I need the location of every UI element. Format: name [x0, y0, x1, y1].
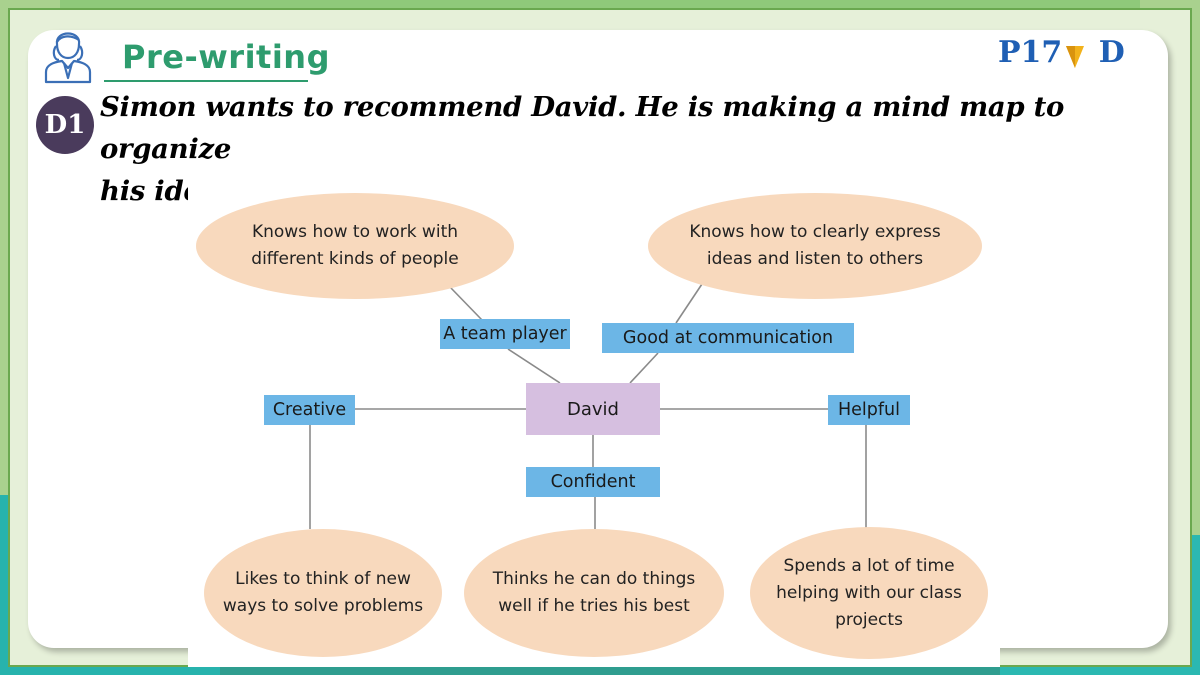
- mind-map: Knows how to work with different kinds o…: [188, 163, 1000, 667]
- connector-team-player-detail: [449, 286, 483, 321]
- detail-creative: Likes to think of new ways to solve prob…: [204, 529, 442, 657]
- title-underline: [104, 80, 308, 82]
- page-reference: P17 D: [998, 35, 1125, 70]
- center-node: David: [526, 383, 660, 435]
- connector-center-communication: [629, 352, 659, 384]
- mind-map-connectors: [309, 280, 867, 529]
- detail-team-player: Knows how to work with different kinds o…: [196, 193, 514, 299]
- trait-creative: Creative: [264, 395, 355, 425]
- detail-communication: Knows how to clearly express ideas and l…: [648, 193, 982, 299]
- page-suffix: D: [1098, 35, 1125, 70]
- trait-team-player: A team player: [440, 319, 570, 349]
- detail-confident: Thinks he can do things well if he tries…: [464, 529, 724, 657]
- connector-center-team-player: [507, 348, 561, 384]
- step-badge: D1: [36, 96, 94, 154]
- pencil-mark-icon: [1066, 46, 1084, 68]
- trait-confident: Confident: [526, 467, 660, 497]
- trait-helpful: Helpful: [828, 395, 910, 425]
- instruction-line-1: Simon wants to recommend David. He is ma…: [100, 91, 1065, 165]
- connector-communication-detail: [675, 280, 705, 324]
- page-number: P17: [998, 35, 1063, 70]
- section-title: Pre-writing: [122, 38, 330, 76]
- trait-communication: Good at communication: [602, 323, 854, 353]
- teacher-avatar-icon: [44, 32, 92, 84]
- background-stripe-top: [0, 0, 1200, 10]
- detail-helpful: Spends a lot of time helping with our cl…: [750, 527, 988, 659]
